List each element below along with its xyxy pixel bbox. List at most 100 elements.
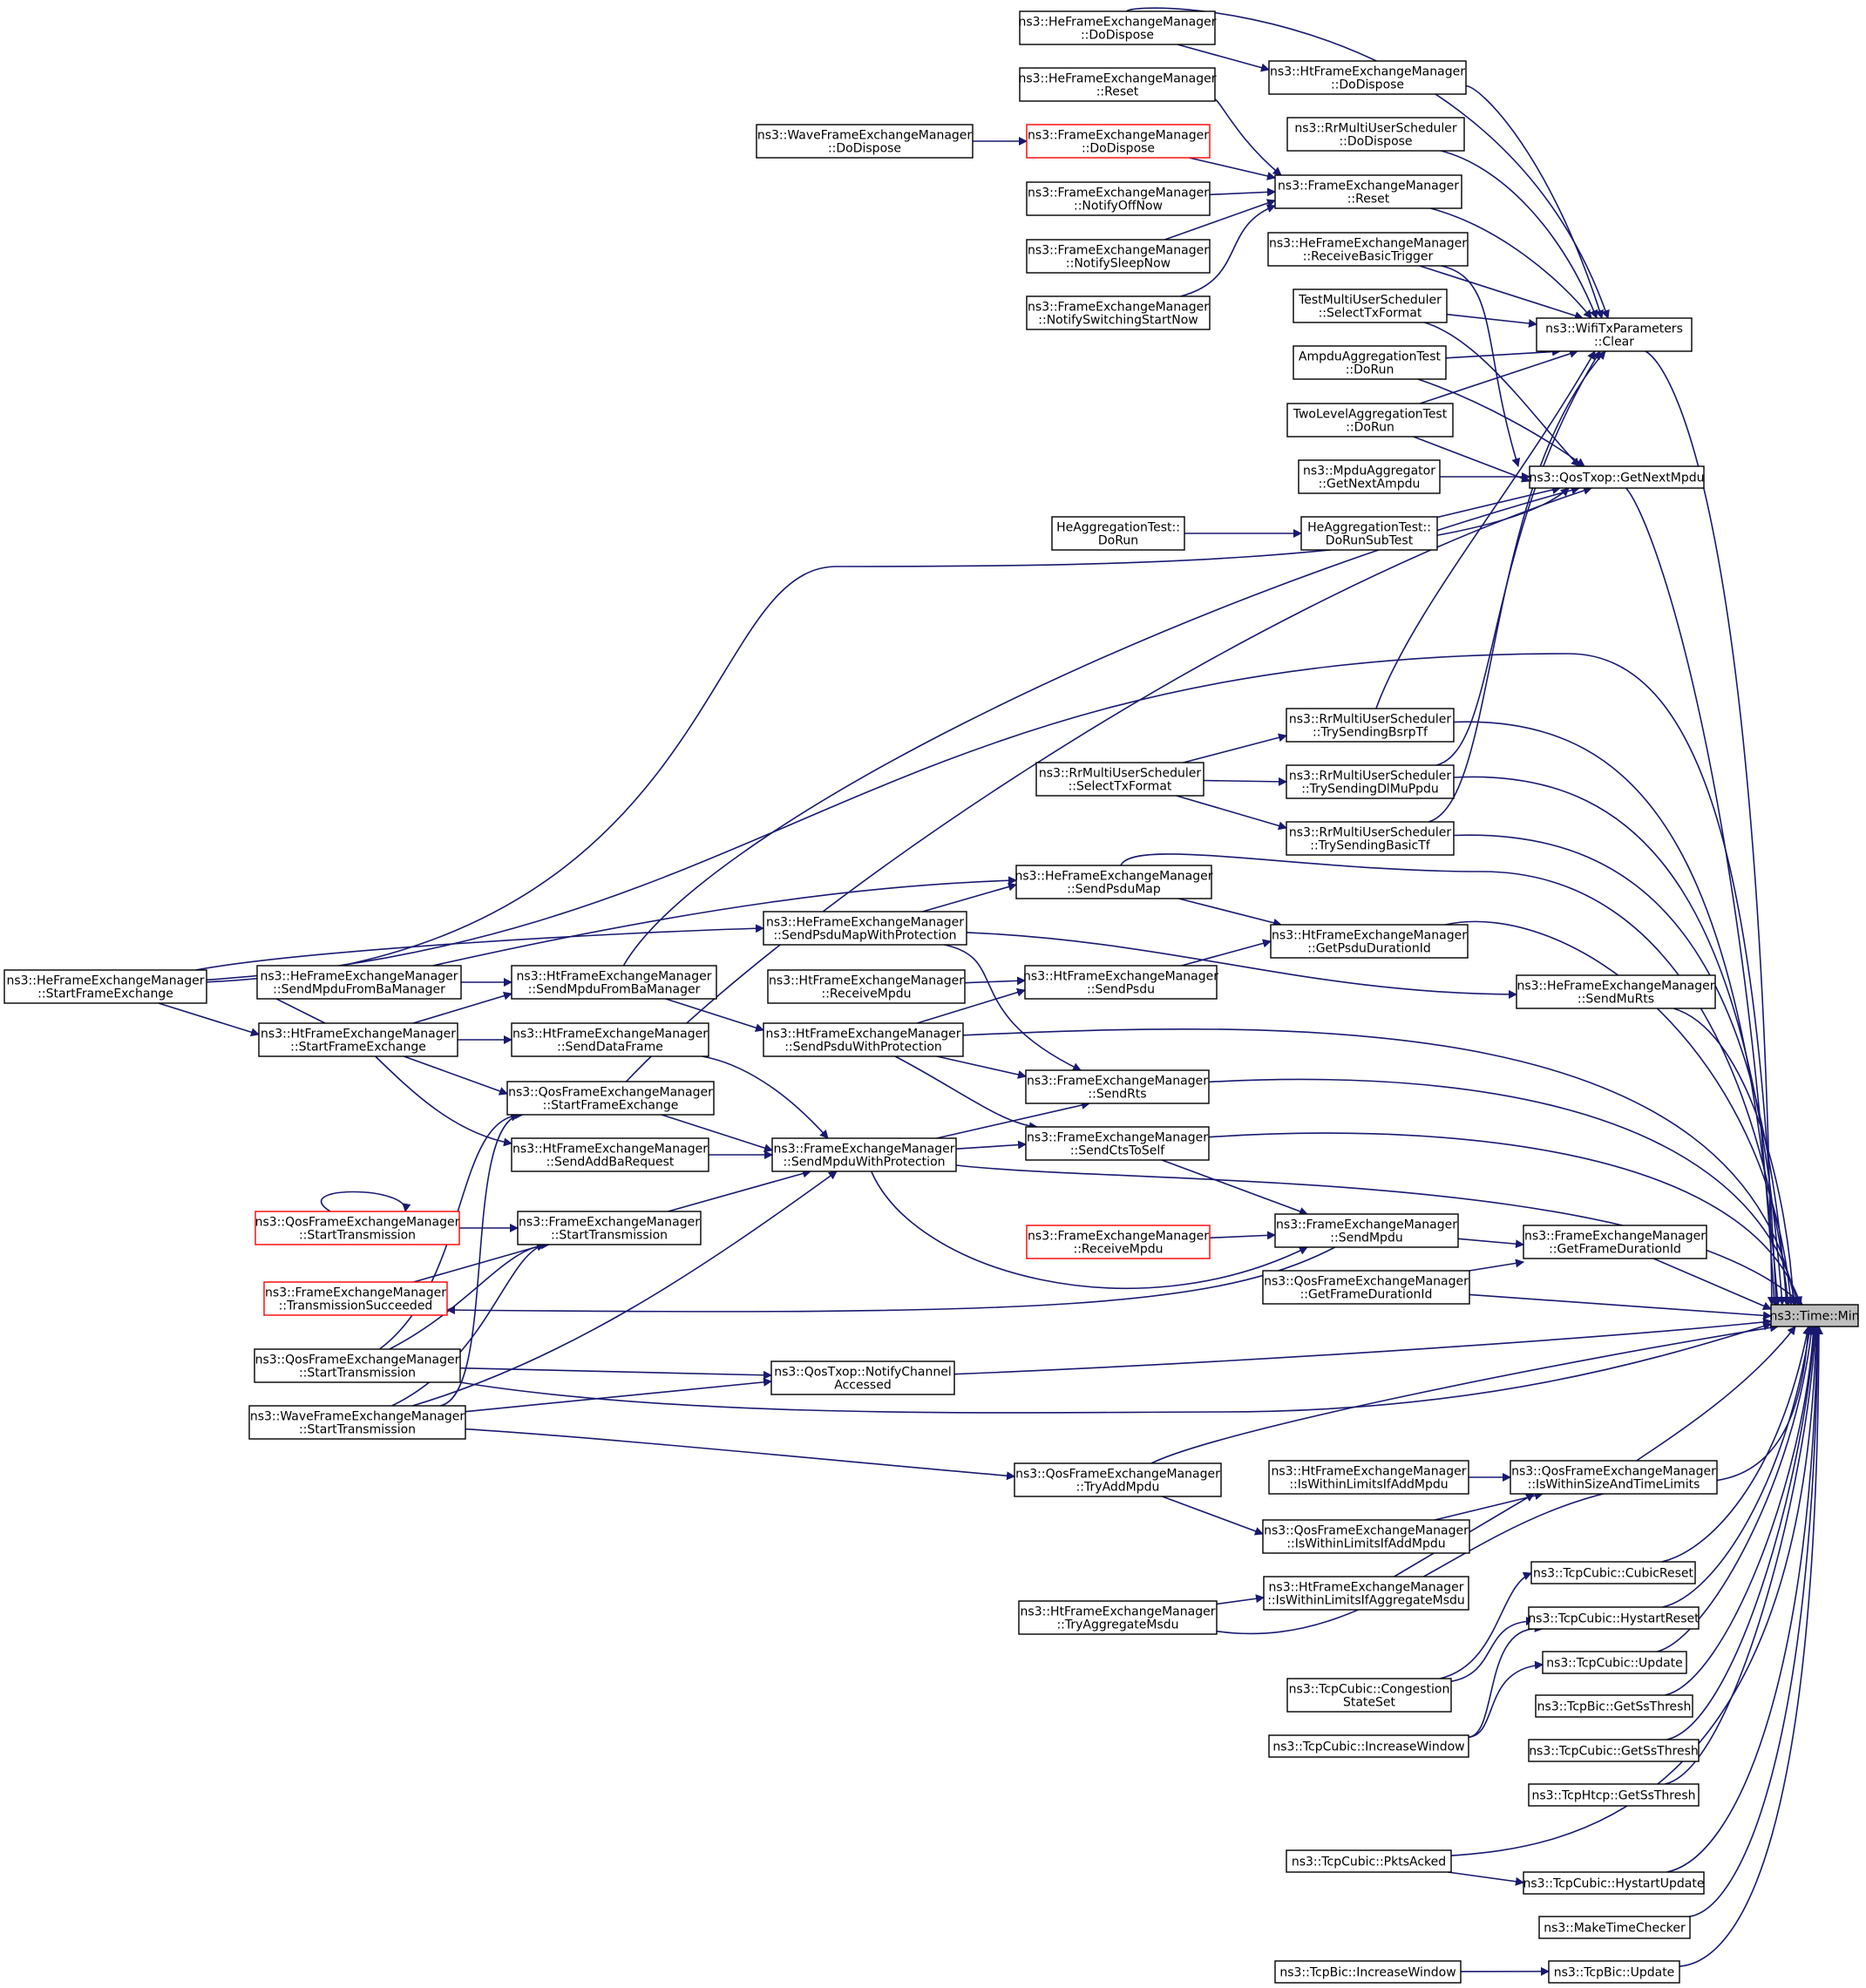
- node-box[interactable]: [511, 965, 717, 1000]
- node-make_timechecker[interactable]: ns3::MakeTimeChecker: [1538, 1916, 1691, 1939]
- node-fem_sendmpdu[interactable]: ns3::FrameExchangeManager::SendMpdu: [1274, 1213, 1459, 1248]
- node-qos_startframe[interactable]: ns3::QosFrameExchangeManager::StartFrame…: [506, 1081, 715, 1116]
- node-ht_sendpsdu[interactable]: ns3::HtFrameExchangeManager::SendPsdu: [1023, 965, 1218, 1000]
- node-fem_sendmpduprot[interactable]: ns3::FrameExchangeManager::SendMpduWithP…: [771, 1137, 957, 1172]
- node-box[interactable]: [1535, 1694, 1693, 1718]
- node-box[interactable]: [517, 1211, 702, 1245]
- node-box[interactable]: [1528, 1606, 1700, 1630]
- node-rr_selecttx[interactable]: ns3::RrMultiUserScheduler::SelectTxForma…: [1035, 762, 1204, 797]
- node-cubic_update[interactable]: ns3::TcpCubic::Update: [1542, 1651, 1687, 1674]
- node-ht_getpsdudur[interactable]: ns3::HtFrameExchangeManager::GetPsduDura…: [1270, 924, 1469, 959]
- node-bic_update[interactable]: ns3::TcpBic::Update: [1548, 1960, 1680, 1984]
- node-qos_tryadd[interactable]: ns3::QosFrameExchangeManager::TryAddMpdu: [1014, 1462, 1222, 1497]
- node-fem_starttx[interactable]: ns3::FrameExchangeManager::StartTransmis…: [517, 1211, 702, 1245]
- node-fem_notifysleep[interactable]: ns3::FrameExchangeManager::NotifySleepNo…: [1026, 239, 1211, 274]
- node-box[interactable]: [1286, 403, 1454, 438]
- node-box[interactable]: [1529, 465, 1705, 489]
- node-fem_notifyoff[interactable]: ns3::FrameExchangeManager::NotifyOffNow: [1026, 181, 1211, 216]
- node-box[interactable]: [756, 124, 974, 159]
- node-box[interactable]: [1025, 1126, 1210, 1161]
- node-heagg_dorunsub[interactable]: HeAggregationTest::DoRunSubTest: [1300, 516, 1438, 551]
- node-box[interactable]: [258, 1022, 458, 1057]
- node-fem_reset[interactable]: ns3::FrameExchangeManager::Reset: [1274, 174, 1462, 209]
- node-he_sendmurts[interactable]: ns3::HeFrameExchangeManager::SendMuRts: [1516, 974, 1716, 1009]
- node-box[interactable]: [1035, 762, 1204, 797]
- node-box[interactable]: [763, 1022, 964, 1057]
- node-wave_starttx[interactable]: ns3::WaveFrameExchangeManager::StartTran…: [248, 1405, 466, 1440]
- node-box[interactable]: [1770, 1304, 1859, 1327]
- node-he_reset[interactable]: ns3::HeFrameExchangeManager::Reset: [1018, 67, 1217, 102]
- node-bic_getss[interactable]: ns3::TcpBic::GetSsThresh: [1535, 1694, 1693, 1718]
- node-ht_tryagg[interactable]: ns3::HtFrameExchangeManager::TryAggregat…: [1018, 1600, 1218, 1635]
- node-box[interactable]: [1523, 1871, 1705, 1895]
- node-box[interactable]: [1274, 174, 1462, 209]
- node-rr_dlmu[interactable]: ns3::RrMultiUserScheduler::TrySendingDlM…: [1286, 764, 1455, 799]
- node-fem_getframedur[interactable]: ns3::FrameExchangeManager::GetFrameDurat…: [1523, 1225, 1707, 1259]
- node-rr_basictf[interactable]: ns3::RrMultiUserScheduler::TrySendingBas…: [1286, 821, 1455, 856]
- node-qos_getframedur[interactable]: ns3::QosFrameExchangeManager::GetFrameDu…: [1262, 1270, 1470, 1305]
- node-box[interactable]: [1024, 965, 1218, 1000]
- node-heagg_dorun[interactable]: HeAggregationTest::DoRun: [1051, 516, 1185, 551]
- node-box[interactable]: [1523, 1225, 1707, 1259]
- node-fem_sendcts[interactable]: ns3::FrameExchangeManager::SendCtsToSelf: [1025, 1126, 1210, 1161]
- node-box[interactable]: [1286, 821, 1455, 856]
- node-qostxop_getnext[interactable]: ns3::QosTxop::GetNextMpdu: [1529, 465, 1705, 489]
- node-box[interactable]: [1019, 67, 1216, 102]
- node-box[interactable]: [511, 1022, 709, 1057]
- node-he_sendmpdufromba[interactable]: ns3::HeFrameExchangeManager::SendMpduFro…: [256, 965, 462, 1000]
- node-box[interactable]: [1026, 1225, 1211, 1259]
- node-cubic_getss[interactable]: ns3::TcpCubic::GetSsThresh: [1528, 1739, 1700, 1762]
- node-box[interactable]: [771, 1137, 957, 1172]
- node-rr_bsrp[interactable]: ns3::RrMultiUserScheduler::TrySendingBsr…: [1286, 708, 1455, 743]
- node-box[interactable]: [1274, 1213, 1459, 1248]
- node-box[interactable]: [1025, 1069, 1210, 1104]
- node-box[interactable]: [1293, 345, 1447, 380]
- node-box[interactable]: [1510, 1460, 1718, 1495]
- node-box[interactable]: [1286, 764, 1455, 799]
- node-fem_sendrts[interactable]: ns3::FrameExchangeManager::SendRts: [1025, 1069, 1210, 1104]
- node-box[interactable]: [1298, 459, 1441, 494]
- node-fem_dodispose[interactable]: ns3::FrameExchangeManager::DoDispose: [1026, 124, 1211, 159]
- node-htcp_getss[interactable]: ns3::TcpHtcp::GetSsThresh: [1528, 1783, 1700, 1807]
- node-he_receivebasic[interactable]: ns3::HeFrameExchangeManager::ReceiveBasi…: [1267, 232, 1469, 267]
- node-box[interactable]: [1018, 1600, 1218, 1635]
- node-box[interactable]: [1536, 317, 1693, 352]
- node-box[interactable]: [1262, 1270, 1470, 1305]
- node-ht_sendpsduprot[interactable]: ns3::HtFrameExchangeManager::SendPsduWit…: [763, 1022, 964, 1057]
- node-box[interactable]: [1026, 295, 1211, 330]
- node-cubic_pktsacked[interactable]: ns3::TcpCubic::PktsAcked: [1286, 1849, 1452, 1873]
- node-box[interactable]: [1286, 708, 1455, 743]
- node-qos_iswithinadd[interactable]: ns3::QosFrameExchangeManager::IsWithinLi…: [1262, 1519, 1470, 1554]
- node-twolevel_dorun[interactable]: TwoLevelAggregationTest::DoRun: [1286, 403, 1454, 438]
- node-box[interactable]: [506, 1081, 715, 1116]
- node-ht_dodispose[interactable]: ns3::HtFrameExchangeManager::DoDispose: [1268, 60, 1467, 95]
- node-he_sendpsdumap[interactable]: ns3::HeFrameExchangeManager::SendPsduMap: [1014, 865, 1213, 899]
- node-box[interactable]: [1268, 1734, 1469, 1758]
- node-box[interactable]: [1015, 865, 1212, 899]
- node-he_sendpsdumapprot[interactable]: ns3::HeFrameExchangeManager::SendPsduMap…: [763, 911, 967, 946]
- node-box[interactable]: [1286, 117, 1465, 152]
- node-fem_receivempdu[interactable]: ns3::FrameExchangeManager::ReceiveMpdu: [1026, 1225, 1211, 1259]
- node-time_min[interactable]: ns3::Time::Min: [1769, 1304, 1860, 1327]
- node-box[interactable]: [254, 1348, 461, 1383]
- node-box[interactable]: [3, 969, 207, 1004]
- node-box[interactable]: [1051, 516, 1185, 551]
- node-ht_senddata[interactable]: ns3::HtFrameExchangeManager::SendDataFra…: [511, 1022, 709, 1057]
- node-test_selecttx[interactable]: TestMultiUserScheduler::SelectTxFormat: [1293, 288, 1448, 323]
- node-box[interactable]: [1542, 1651, 1687, 1674]
- node-cubic_hystartupdate[interactable]: ns3::TcpCubic::HystartUpdate: [1523, 1871, 1705, 1895]
- node-rr_dodispose[interactable]: ns3::RrMultiUserScheduler::DoDispose: [1286, 117, 1465, 152]
- node-box[interactable]: [1528, 1783, 1700, 1807]
- node-fem_txsucceeded[interactable]: ns3::FrameExchangeManager::TransmissionS…: [263, 1281, 448, 1316]
- node-box[interactable]: [1286, 1849, 1452, 1873]
- node-box[interactable]: [1019, 10, 1216, 45]
- node-box[interactable]: [1516, 974, 1716, 1009]
- node-fem_notifyswitch[interactable]: ns3::FrameExchangeManager::NotifySwitchi…: [1026, 295, 1211, 330]
- node-wifitx_clear[interactable]: ns3::WifiTxParameters::Clear: [1536, 317, 1693, 352]
- node-box[interactable]: [1268, 60, 1467, 95]
- node-box[interactable]: [1263, 1576, 1469, 1611]
- node-box[interactable]: [1026, 124, 1211, 159]
- node-box[interactable]: [1026, 239, 1211, 274]
- node-ht_startframe[interactable]: ns3::HtFrameExchangeManager::StartFrameE…: [258, 1022, 458, 1057]
